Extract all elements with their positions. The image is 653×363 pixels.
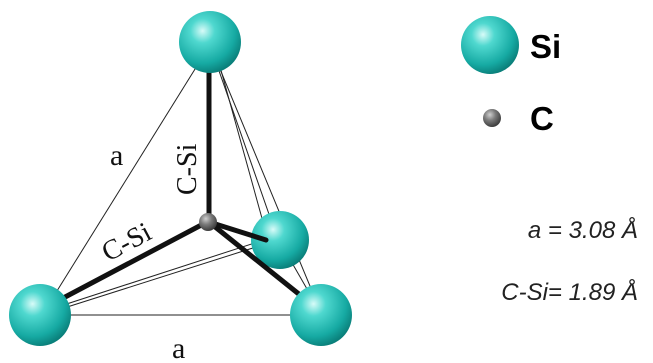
bonds bbox=[47, 57, 313, 308]
legend-c-icon bbox=[483, 109, 501, 127]
c-atom-center bbox=[199, 213, 217, 231]
bond-label-vertical: C-Si bbox=[172, 143, 203, 195]
bond-label-left: C-Si bbox=[97, 217, 157, 269]
si-atom-back bbox=[251, 211, 309, 269]
edge-label-bottom: a bbox=[172, 332, 185, 363]
edge-left-back bbox=[41, 239, 279, 316]
si-atom-top bbox=[179, 11, 241, 73]
edge-top-back bbox=[209, 44, 279, 241]
si-atom-right bbox=[290, 284, 352, 346]
legend-si-icon bbox=[461, 16, 519, 74]
legend: Si C bbox=[461, 16, 561, 137]
edge-label-left: a bbox=[110, 139, 123, 172]
value-a: a = 3.08 Å bbox=[528, 216, 638, 244]
legend-c-label: C bbox=[530, 100, 554, 137]
edge-top-left bbox=[41, 44, 211, 316]
bond-c-right bbox=[206, 219, 313, 306]
value-csi: C-Si= 1.89 Å bbox=[501, 278, 638, 306]
edge-top-right bbox=[209, 44, 323, 316]
tetrahedron-edges bbox=[41, 44, 323, 316]
si-atom-left bbox=[9, 284, 71, 346]
bond-c-left bbox=[47, 219, 210, 308]
bond-c-back bbox=[206, 219, 269, 243]
legend-si-label: Si bbox=[530, 28, 561, 65]
edge-left-back-2 bbox=[41, 237, 271, 313]
edge-top-back-2 bbox=[213, 44, 269, 241]
